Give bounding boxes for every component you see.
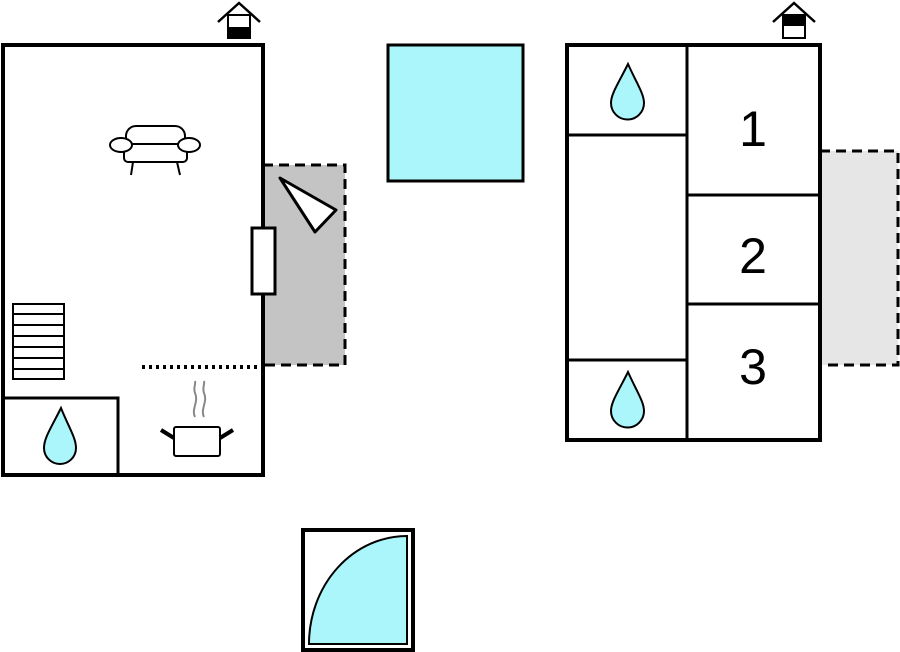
stairs-icon bbox=[12, 303, 65, 380]
ground-bathroom-walls bbox=[3, 396, 120, 475]
ground-floor bbox=[1, 1, 347, 477]
upper-floor-walls bbox=[565, 43, 822, 442]
cooking-pot-icon bbox=[159, 380, 235, 457]
upper-internal-walls bbox=[567, 45, 820, 440]
parasol-icon bbox=[278, 176, 338, 234]
upper-terrace bbox=[820, 151, 898, 365]
bedroom-number-2: 2 bbox=[739, 228, 767, 284]
bedroom-number-3: 3 bbox=[739, 339, 767, 395]
house-level-upper-icon bbox=[772, 1, 816, 39]
bedroom-number-1: 1 bbox=[739, 101, 767, 157]
house-level-ground-icon bbox=[217, 1, 261, 39]
water-drop-icon bbox=[609, 369, 646, 429]
upper-terrace-outline bbox=[820, 149, 900, 367]
ground-terrace-outline bbox=[263, 163, 347, 367]
ground-floor-walls bbox=[1, 43, 265, 477]
water-drop-icon bbox=[609, 61, 646, 121]
water-drop-icon bbox=[42, 405, 78, 465]
pool-icon bbox=[386, 43, 525, 183]
terrace-door bbox=[250, 226, 277, 296]
sofa-icon bbox=[109, 125, 201, 176]
quarter-circle-pool-icon bbox=[301, 528, 415, 652]
upper-floor: 1 2 3 bbox=[565, 1, 900, 442]
